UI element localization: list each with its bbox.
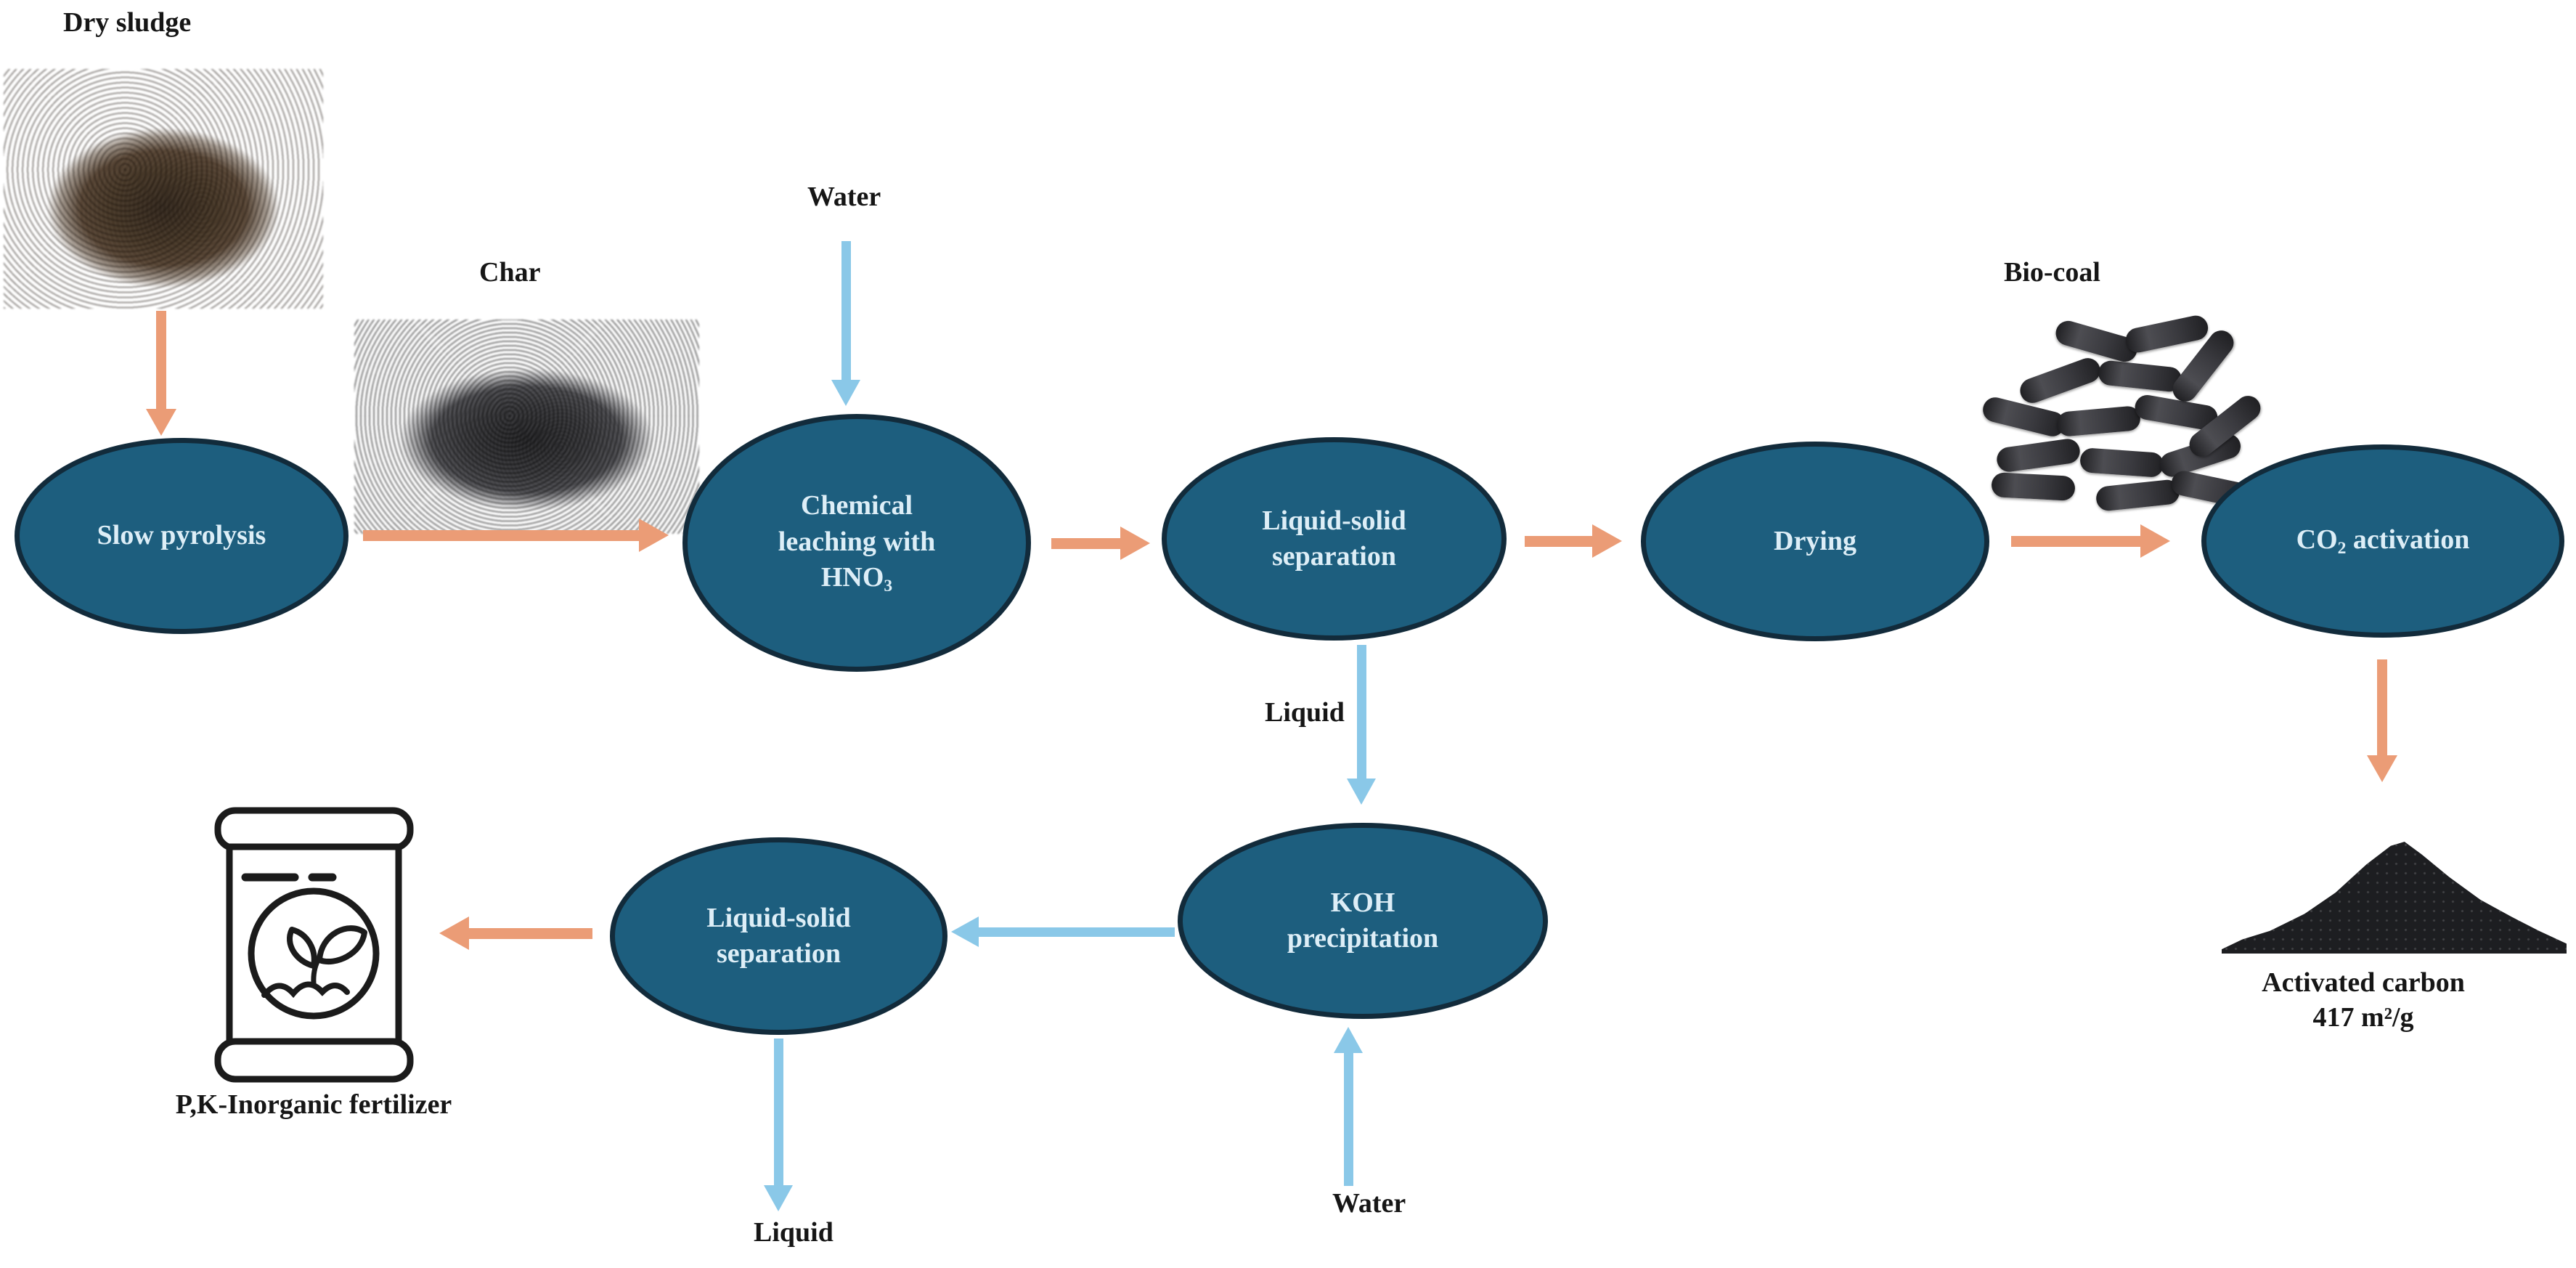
dry-sludge-label: Dry sludge	[63, 7, 192, 38]
node-liquid-solid-separation-1-label: Liquid-solid separation	[1262, 505, 1406, 572]
bio-coal-pellet	[2097, 359, 2183, 393]
liquid-bottom-label: Liquid	[754, 1217, 833, 1248]
bio-coal-pellet	[2055, 405, 2142, 437]
fertilizer-bag-icon	[214, 807, 414, 1083]
activated-carbon-line1: Activated carbon	[2262, 967, 2465, 998]
water-top-label: Water	[807, 182, 881, 212]
fertilizer-label: P,K-Inorganic fertilizer	[175, 1089, 452, 1120]
char-photo	[354, 320, 699, 534]
bio-coal-pellet	[1980, 394, 2068, 439]
bio-coal-pellet	[1991, 472, 2076, 501]
bio-coal-photo	[1971, 309, 2269, 523]
node-drying-label: Drying	[1774, 525, 1856, 556]
activated-carbon-label: Activated carbon 417 m²/g	[2211, 966, 2516, 1035]
node-slow-pyrolysis-label: Slow pyrolysis	[97, 520, 266, 551]
bio-coal-pellet	[2016, 354, 2104, 407]
node-liquid-solid-separation-2-label: Liquid-solid separation	[706, 902, 851, 969]
node-chemical-leaching-label: Chemical leaching with HNO3	[778, 490, 936, 596]
activated-carbon-line2: 417 m²/g	[2312, 1001, 2414, 1033]
node-koh-precipitation-label: KOH precipitation	[1287, 887, 1439, 954]
water-bottom-label: Water	[1332, 1188, 1406, 1219]
node-liquid-solid-separation-2: Liquid-solid separation	[610, 837, 947, 1035]
node-drying: Drying	[1641, 442, 1989, 641]
seedling-icon	[248, 887, 380, 1020]
activated-carbon-photo	[2222, 841, 2567, 954]
char-label: Char	[479, 257, 541, 288]
bio-coal-pellet	[2079, 447, 2165, 478]
node-co2-activation: CO2 activation	[2201, 444, 2564, 638]
bio-coal-label: Bio-coal	[2004, 257, 2100, 288]
dry-sludge-photo	[4, 69, 323, 309]
node-slow-pyrolysis: Slow pyrolysis	[15, 438, 349, 634]
node-liquid-solid-separation-1: Liquid-solid separation	[1162, 437, 1507, 641]
node-co2-activation-label: CO2 activation	[2296, 524, 2470, 558]
bio-coal-pellet	[2123, 313, 2211, 355]
liquid-mid-label: Liquid	[1265, 697, 1345, 728]
node-koh-precipitation: KOH precipitation	[1178, 823, 1548, 1019]
bio-coal-pellet	[1995, 437, 2082, 474]
node-chemical-leaching: Chemical leaching with HNO3	[682, 414, 1031, 672]
bio-coal-pellet	[2095, 479, 2181, 512]
